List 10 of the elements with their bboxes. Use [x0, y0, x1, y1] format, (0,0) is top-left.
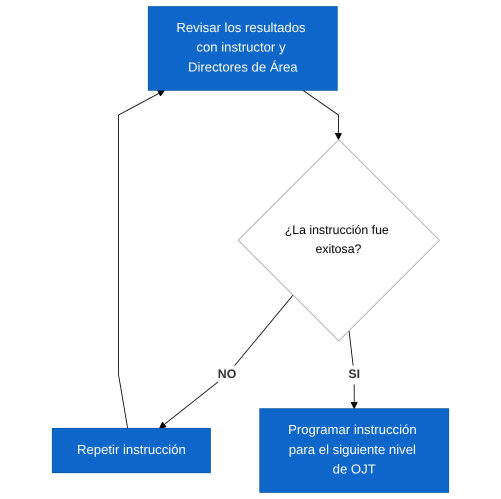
arrow [302, 90, 342, 140]
arrow [159, 294, 294, 429]
node-box: Repetir instrucción [52, 428, 211, 474]
arrow [348, 330, 358, 409]
arrow [118, 90, 165, 429]
node-diamond: ¿La instrucción fue exitosa? [238, 139, 440, 342]
edge-label: NO [218, 367, 236, 382]
node-box: Programar instrucción para el siguiente nivel de OJT [259, 408, 450, 493]
node-box: Revisar los resultados con instructor y Directores de Área [148, 6, 338, 91]
edge-label: SI [348, 367, 360, 382]
